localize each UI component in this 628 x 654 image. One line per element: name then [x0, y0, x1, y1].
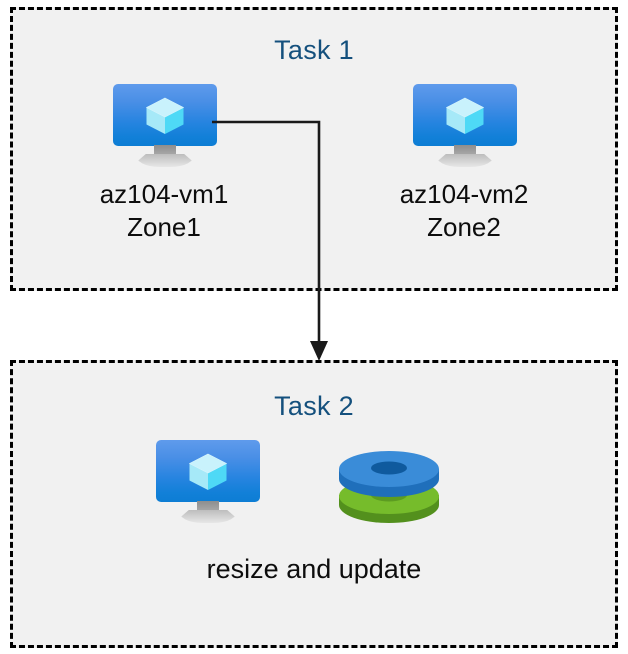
task-1-container: Task 1 az104-vm1 Zone1: [10, 7, 618, 291]
task-2-caption: resize and update: [206, 554, 422, 584]
vm2-label: az104-vm2 Zone2: [399, 179, 529, 242]
vm-stand-base: [135, 154, 195, 167]
arrowhead-icon: [310, 341, 328, 361]
virtual-machine-icon: [113, 84, 217, 172]
vm1-label: az104-vm1 Zone1: [99, 179, 229, 242]
vm-cube-glyph: [445, 97, 485, 134]
managed-disks-icon: [339, 451, 439, 523]
task-2-title: Task 2: [274, 391, 354, 421]
task-1-title: Task 1: [274, 35, 354, 65]
task-2-container: Task 2 resize and upda: [10, 360, 618, 648]
virtual-machine-icon: [156, 440, 260, 528]
vm-cube-glyph: [188, 453, 228, 490]
virtual-machine-icon: [413, 84, 517, 172]
vm-cube-glyph: [145, 97, 185, 134]
vm-stand-base: [178, 510, 238, 523]
vm-stand-base: [435, 154, 495, 167]
